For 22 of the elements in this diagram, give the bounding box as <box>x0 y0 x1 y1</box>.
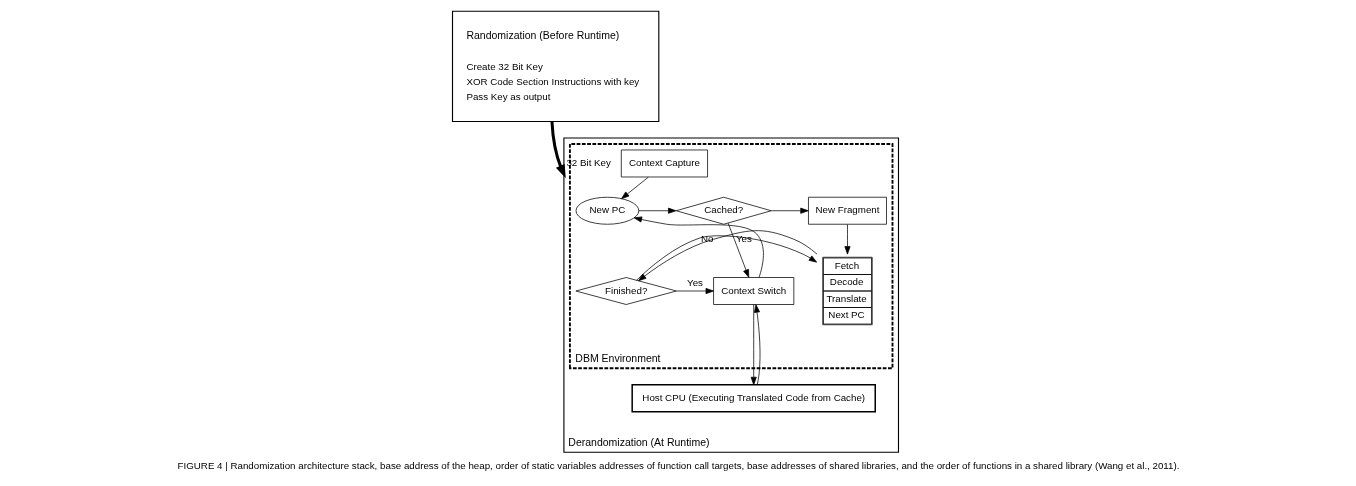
arrow <box>620 176 649 200</box>
node-box: Randomization (Before Runtime) Create 32 Bit Key XOR Code Section Instructions with key Pass Key as output <box>451 10 659 123</box>
node-box: Context Capture <box>620 149 708 178</box>
arrow <box>843 224 850 255</box>
caption: FIGURE 4 | Randomization architecture stack, base address of the heap, order of static variables addresses of function call targets, base addresses of shared libraries, and the order of functions in a shared library (Wang et al., 2011). <box>177 460 1179 472</box>
arrow <box>727 222 749 278</box>
edge-label: No <box>700 232 713 244</box>
arrow <box>750 304 757 386</box>
arrow <box>637 207 676 214</box>
node-box: Host CPU (Executing Translated Code from Cache) <box>630 384 876 413</box>
arrow <box>549 121 566 179</box>
arrow <box>753 304 760 386</box>
node-ellipse: New PC <box>575 196 639 225</box>
node-box: New Fragment <box>807 196 887 225</box>
edge-label: Yes <box>686 277 703 289</box>
arrow <box>770 207 809 214</box>
edge-label: Yes <box>735 232 752 244</box>
arrow <box>633 216 764 278</box>
node-diamond: Finished? <box>575 277 677 305</box>
arrow <box>675 288 714 294</box>
node-box: Context Switch <box>712 277 794 305</box>
node-diamond: Cached? <box>675 196 772 225</box>
